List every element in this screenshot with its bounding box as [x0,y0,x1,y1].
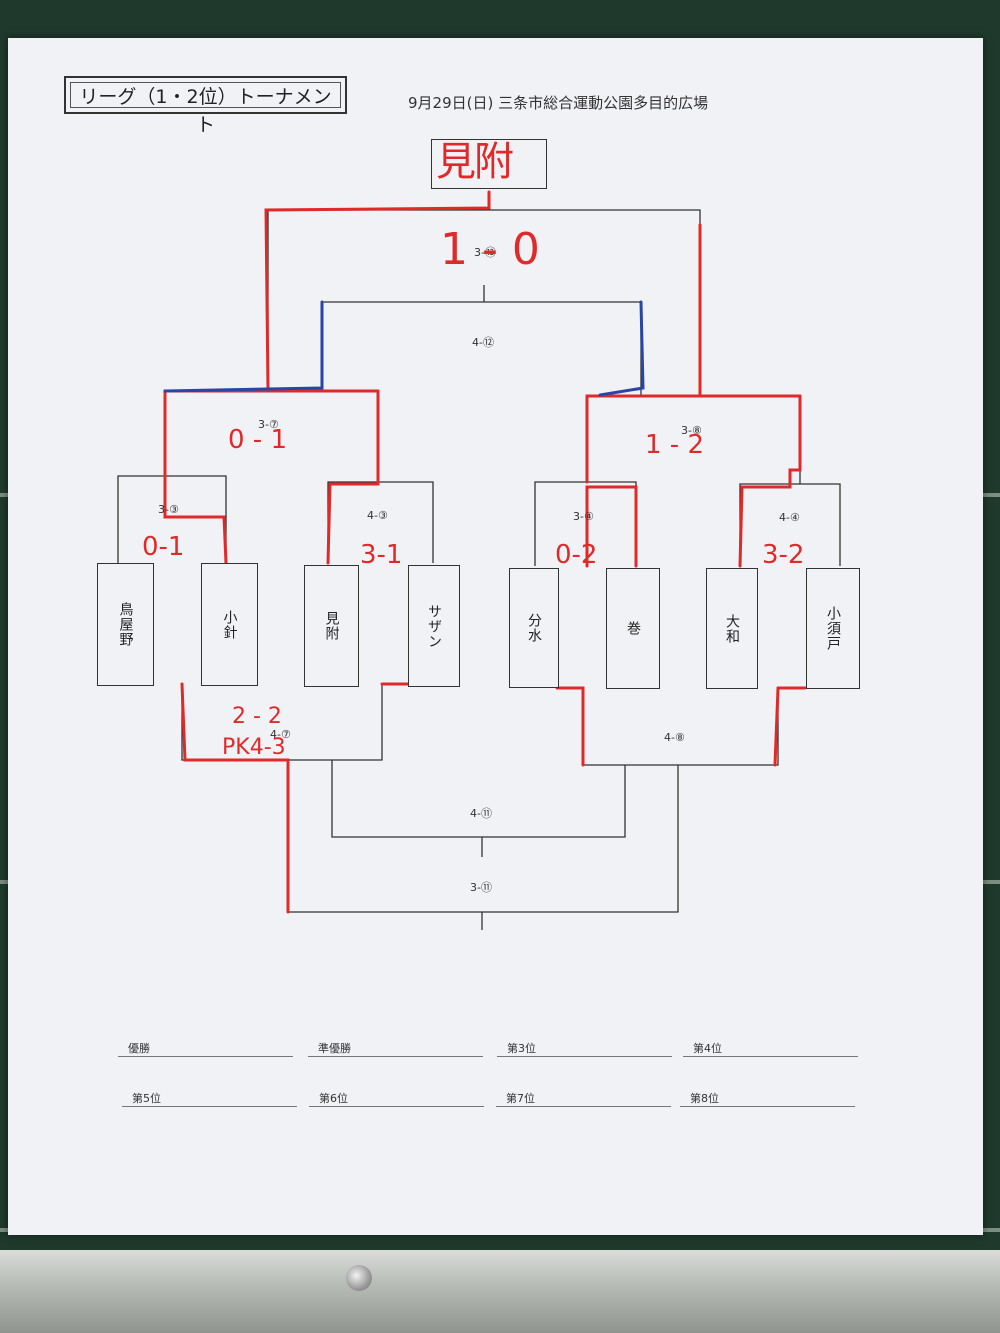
team-box: 分水 [509,568,559,688]
ranking-slot: 第3位 [497,1040,672,1057]
team-name: サザン [426,603,442,649]
team-name: 小須戸 [825,606,841,651]
match-score: 2 - 2 [232,704,282,729]
ranking-slot: 第8位 [680,1090,855,1107]
match-label: 4-④ [779,511,800,524]
team-box: 巻 [606,568,660,689]
match-score: 3-2 [762,540,805,570]
match-score: 0-1 [142,532,185,562]
team-box: 小針 [201,563,258,686]
ranking-slot: 準優勝 [308,1040,483,1057]
team-box: 見附 [304,565,359,687]
match-label: 3-⑧ [681,424,702,437]
match-label: 4-⑪ [470,807,492,820]
match-label: 3-⑦ [258,418,279,431]
date-venue: 9月29日(日) 三条市総合運動公園多目的広場 [408,94,709,112]
team-box: サザン [408,565,460,687]
team-box: 小須戸 [806,568,860,689]
match-label: 3-④ [573,510,594,523]
ranking-slot: 第4位 [683,1040,858,1057]
team-name: 鳥屋野 [117,602,134,647]
champion-name: 見附 [436,139,514,185]
match-pk-score: PK4-3 [222,735,286,760]
winner-path-blue [163,300,645,397]
ranking-slot: 第6位 [309,1090,484,1107]
match-score: 1 - 2 [645,430,704,460]
champion-box [431,139,547,189]
match-label: 4-③ [367,509,388,522]
board-rail [0,1250,1000,1333]
final-score: 1 - 0 [440,224,540,275]
match-label: 3-⑪ [470,881,492,894]
match-label: 3-③ [158,503,179,516]
match-score: 0-2 [555,540,598,570]
match-label: 4-⑫ [472,336,494,349]
team-name: 大和 [724,613,740,644]
ranking-slot: 優勝 [118,1040,293,1057]
team-name: 小針 [221,609,238,640]
screw-icon [346,1265,372,1291]
team-box: 鳥屋野 [97,563,154,686]
title-box: リーグ（1・2位）トーナメント [64,76,347,136]
team-name: 分水 [526,613,542,643]
match-label: 4-⑧ [664,731,685,744]
match-label: 4-⑦ [270,728,291,741]
team-name: 見附 [323,611,340,641]
match-score: 3-1 [360,540,403,570]
ranking-slot: 第5位 [122,1090,297,1107]
team-box: 大和 [706,568,758,689]
winner-path-red [163,190,807,914]
team-name: 巻 [625,621,641,636]
page-title: リーグ（1・2位）トーナメント [70,82,341,136]
ranking-slot: 第7位 [496,1090,671,1107]
match-label: 3-⑫ [474,246,496,259]
match-score: 0 - 1 [228,425,287,455]
